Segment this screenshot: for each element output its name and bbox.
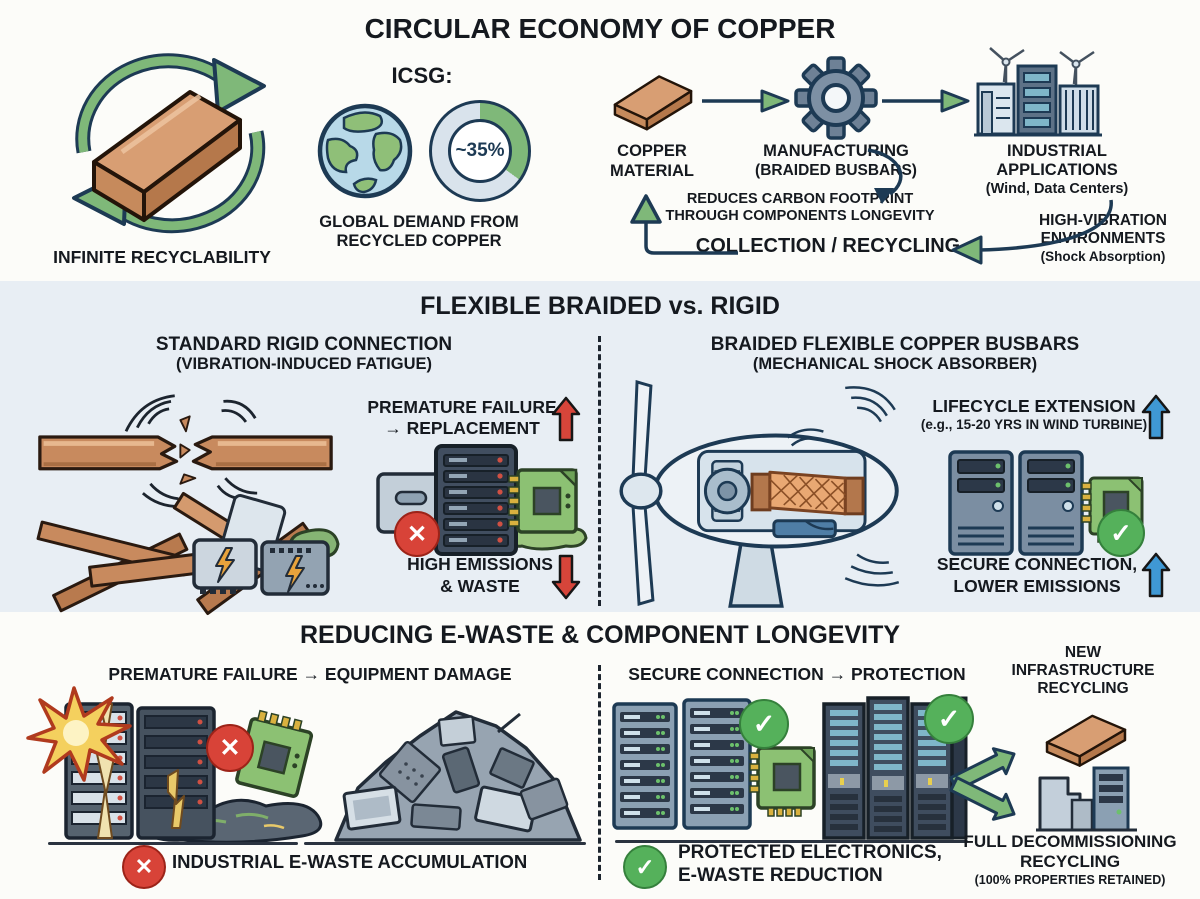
flow-step2-line2: (BRAIDED BUSBARS) bbox=[755, 162, 917, 179]
recycled-share-value: ~35% bbox=[448, 119, 512, 183]
collection-recycling-label: COLLECTION / RECYCLING bbox=[695, 235, 961, 257]
secure-line2: LOWER EMISSIONS bbox=[953, 576, 1121, 596]
flow-step3-line2: APPLICATIONS bbox=[996, 161, 1118, 179]
failed-power-units bbox=[192, 494, 340, 596]
icsg-caption-line1: GLOBAL DEMAND FROM bbox=[319, 213, 519, 231]
blue-up-arrow-1 bbox=[1141, 394, 1171, 440]
damage-x-badge: ✕ bbox=[206, 724, 254, 772]
ground-line-left-2 bbox=[304, 842, 586, 845]
flow-step3-line3: (Wind, Data Centers) bbox=[985, 181, 1129, 197]
ground-line-right bbox=[615, 840, 968, 843]
failure-x-badge: ✕ bbox=[394, 511, 440, 557]
reduces-footprint-line1: REDUCES CARBON FOOTPRINT bbox=[686, 191, 914, 207]
globe-icon bbox=[317, 103, 413, 199]
bottom-right-caption-line1: PROTECTED ELECTRONICS, bbox=[678, 842, 942, 863]
rigid-heading-line1: STANDARD RIGID CONNECTION bbox=[155, 334, 453, 355]
red-up-arrow bbox=[551, 396, 581, 442]
recycled-share-donut: ~35% bbox=[429, 100, 531, 202]
recycled-ingot-icon bbox=[1045, 714, 1127, 767]
new-infra-line3: RECYCLING bbox=[1037, 680, 1129, 697]
infinite-recyclability-label: INFINITE RECYCLABILITY bbox=[53, 247, 271, 267]
infinite-recyclability-icon bbox=[72, 53, 266, 234]
flow-step1-line1: COPPER bbox=[617, 142, 687, 160]
decommissioning-buildings-icon bbox=[1036, 766, 1137, 832]
reduction-check-badge: ✓ bbox=[623, 845, 667, 889]
flow-step1-line2: MATERIAL bbox=[609, 162, 695, 180]
full-decomm-line2: RECYCLING bbox=[1019, 852, 1121, 871]
damaged-servers-illustration bbox=[26, 686, 323, 844]
emissions-line1: HIGH EMISSIONS bbox=[407, 554, 553, 574]
ewaste-x-badge: ✕ bbox=[122, 845, 166, 889]
full-decomm-line3: (100% PROPERTIES RETAINED) bbox=[974, 873, 1166, 887]
vibration-line3: (Shock Absorption) bbox=[1040, 249, 1166, 264]
red-down-arrow bbox=[551, 554, 581, 600]
vibration-line2: ENVIRONMENTS bbox=[1040, 230, 1166, 247]
lifecycle-line1: LIFECYCLE EXTENSION bbox=[932, 396, 1136, 416]
bottom-left-heading: PREMATURE FAILURE → EQUIPMENT DAMAGE bbox=[108, 664, 512, 684]
failure-line1: PREMATURE FAILURE bbox=[367, 397, 557, 417]
industrial-applications-icon bbox=[974, 47, 1102, 137]
manufacturing-curve-arrow bbox=[867, 148, 903, 204]
new-infra-line1: NEW bbox=[1064, 644, 1102, 661]
failed-server-chip bbox=[376, 444, 588, 556]
bottom-right-caption-line2: E-WASTE REDUCTION bbox=[678, 865, 883, 886]
protected-check-badge-1: ✓ bbox=[739, 699, 789, 749]
protected-check-badge-2: ✓ bbox=[924, 694, 974, 744]
new-infra-line2: INFRASTRUCTURE bbox=[1011, 662, 1155, 679]
ground-line-left-1 bbox=[48, 842, 298, 845]
braided-heading-line2: (MECHANICAL SHOCK ABSORBER) bbox=[752, 355, 1038, 373]
bottom-right-heading: SECURE CONNECTION → PROTECTION bbox=[628, 664, 966, 684]
reduces-footprint-line2: THROUGH COMPONENTS LONGEVITY bbox=[665, 208, 935, 224]
full-decomm-line1: FULL DECOMMISSIONING bbox=[963, 832, 1177, 851]
protected-servers-illustration bbox=[612, 696, 968, 840]
failure-line2: → REPLACEMENT bbox=[384, 418, 540, 438]
flow-step2-line1: MANUFACTURING bbox=[763, 142, 909, 160]
icsg-label: ICSG: bbox=[391, 63, 453, 88]
lifecycle-line2: (e.g., 15-20 YRS IN WIND TURBINE) bbox=[920, 417, 1148, 432]
recycling-branch-arrows bbox=[949, 747, 1016, 821]
copper-material-icon bbox=[613, 75, 693, 131]
braided-heading-line1: BRAIDED FLEXIBLE COPPER BUSBARS bbox=[710, 334, 1080, 355]
vibration-connector-arrow bbox=[951, 199, 1113, 265]
bottom-title: REDUCING E-WASTE & COMPONENT LONGEVITY bbox=[299, 621, 901, 649]
rigid-heading-line2: (VIBRATION-INDUCED FATIGUE) bbox=[175, 355, 433, 373]
wind-turbine-cutaway bbox=[619, 380, 900, 608]
manufacturing-gear-icon bbox=[794, 56, 878, 140]
flow-arrow-2 bbox=[882, 89, 970, 113]
flow-arrow-1 bbox=[702, 89, 790, 113]
blue-up-arrow-2 bbox=[1141, 552, 1171, 598]
secure-check-badge: ✓ bbox=[1097, 509, 1145, 557]
flow-step3-line1: INDUSTRIAL bbox=[1007, 142, 1107, 160]
bottom-divider bbox=[598, 665, 601, 880]
bottom-left-caption: INDUSTRIAL E-WASTE ACCUMULATION bbox=[172, 851, 528, 872]
return-arrow bbox=[630, 194, 738, 255]
ewaste-pile-illustration bbox=[334, 710, 582, 842]
middle-divider bbox=[598, 336, 601, 606]
main-title: CIRCULAR ECONOMY OF COPPER bbox=[364, 13, 836, 44]
middle-title: FLEXIBLE BRAIDED vs. RIGID bbox=[420, 292, 780, 320]
secure-line1: SECURE CONNECTION, bbox=[936, 554, 1138, 574]
emissions-line2: & WASTE bbox=[440, 576, 520, 596]
broken-busbar-illustration bbox=[38, 394, 333, 508]
icsg-caption-line2: RECYCLED COPPER bbox=[336, 232, 502, 250]
